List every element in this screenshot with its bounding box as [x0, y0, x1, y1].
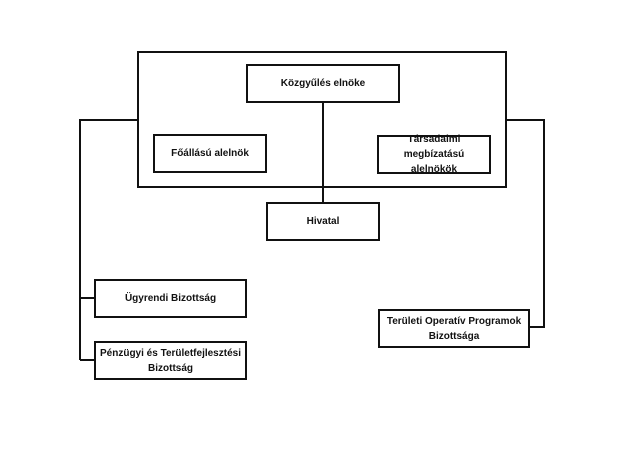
node-office-label: Hivatal: [306, 216, 340, 227]
node-rules-committee-label: Ügyrendi Bizottság: [124, 293, 217, 304]
node-fulltime-vice-president-label: Főállású alelnök: [171, 148, 249, 159]
node-social-vice-presidents-label: Társadalmi megbízatású alelnökök: [403, 134, 465, 175]
node-operational-programs-committee: Területi Operatív Programok Bizottsága: [378, 309, 530, 348]
leadership-group-frame: [137, 51, 507, 188]
connector-right-committee: [506, 119, 545, 328]
node-assembly-president-label: Közgyűlés elnöke: [280, 78, 366, 89]
node-assembly-president: Közgyűlés elnöke: [246, 64, 400, 103]
node-finance-committee-label: Pénzügyi és Területfejlesztési Bizottság: [100, 347, 241, 374]
node-office: Hivatal: [266, 202, 380, 241]
node-operational-programs-committee-label: Területi Operatív Programok Bizottsága: [386, 315, 522, 342]
node-rules-committee: Ügyrendi Bizottság: [94, 279, 247, 318]
node-finance-committee: Pénzügyi és Területfejlesztési Bizottság: [94, 341, 247, 380]
node-social-vice-presidents: Társadalmi megbízatású alelnökök: [377, 134, 491, 175]
node-fulltime-vice-president: Főállású alelnök: [153, 134, 267, 173]
connector-left-committees: [79, 119, 138, 299]
